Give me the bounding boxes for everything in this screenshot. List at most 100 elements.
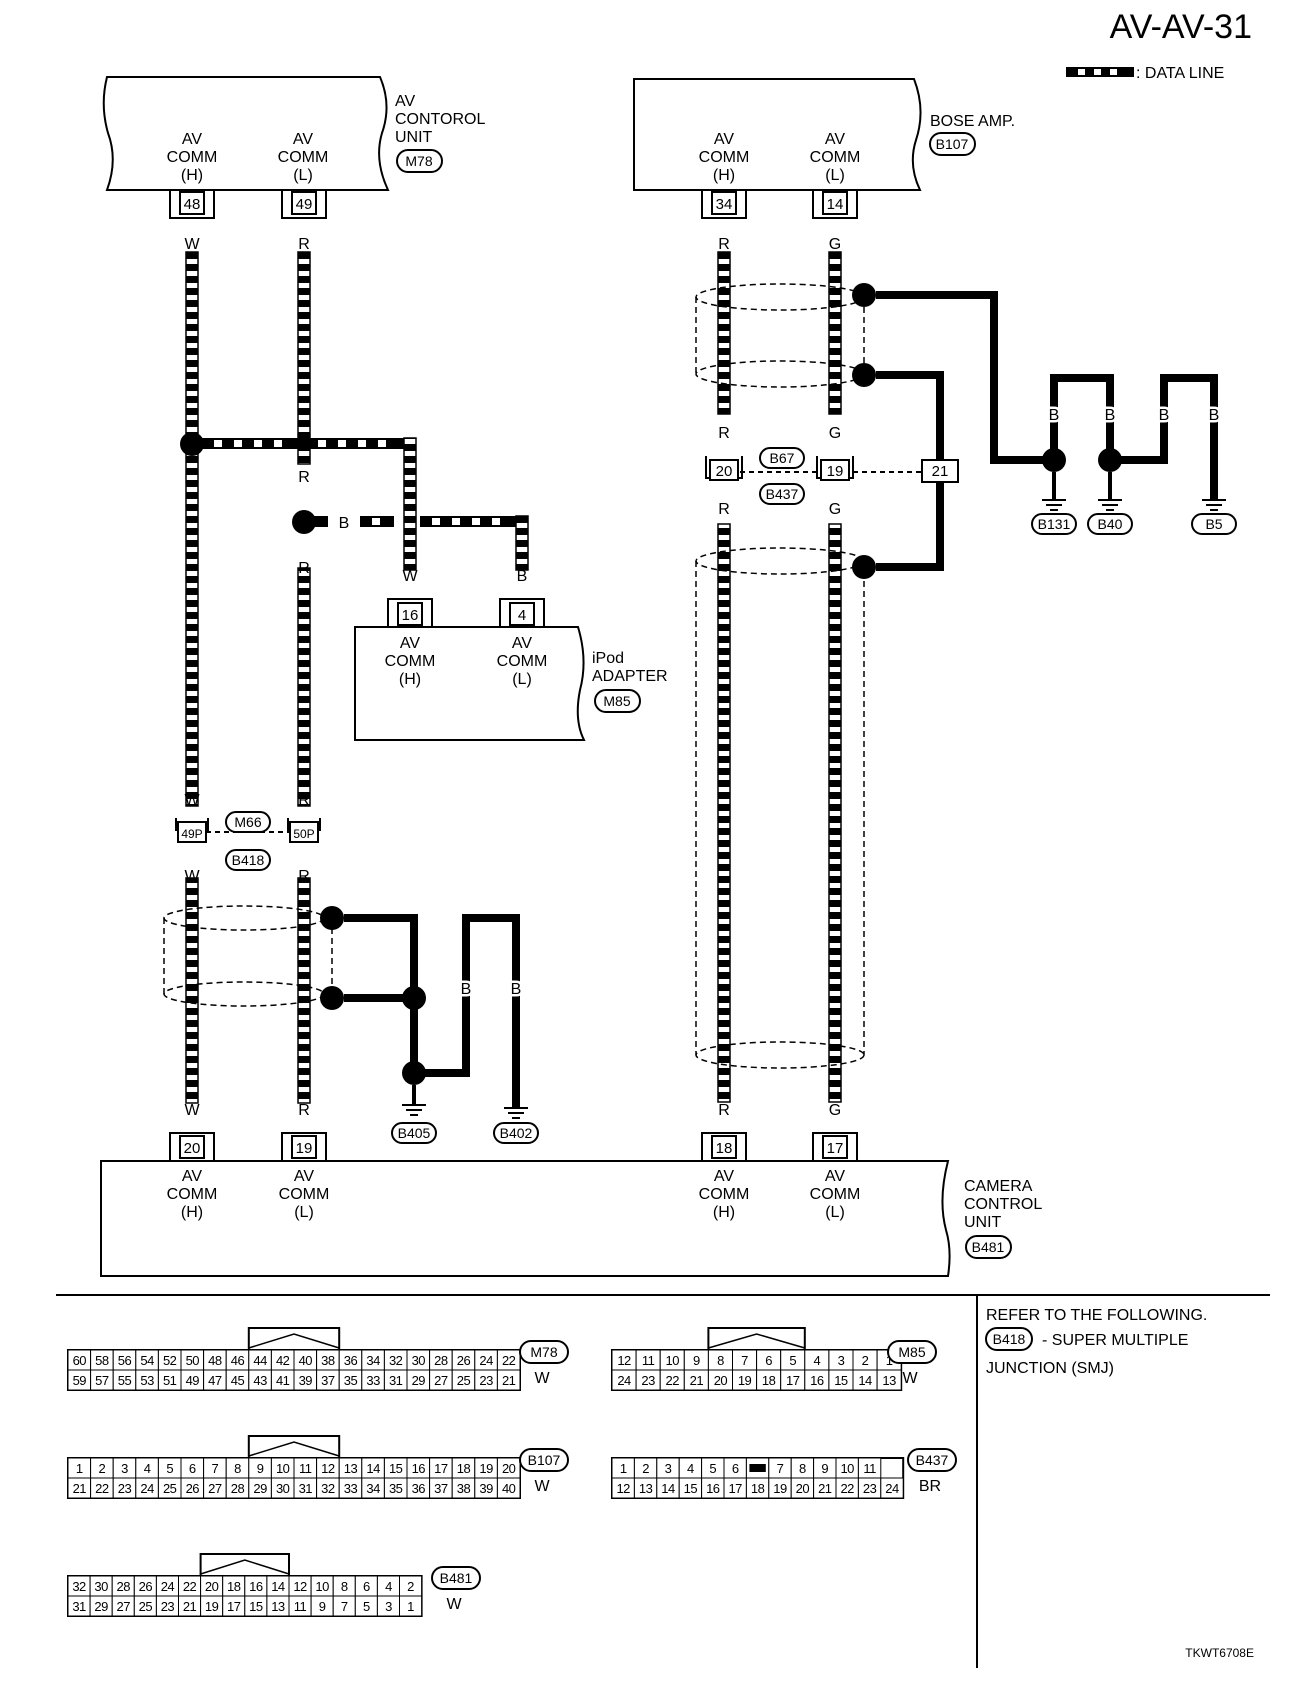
connector-pin-number: 23 [641, 1373, 655, 1388]
connector-pin-number: 16 [810, 1373, 824, 1388]
connector-pin-number: 12 [616, 1481, 630, 1496]
connector-pin-number: 59 [73, 1373, 87, 1388]
bose-l-l2: COMM [810, 149, 861, 166]
connector-pin-number: 2 [862, 1353, 869, 1368]
connector-pin-number: 20 [502, 1461, 516, 1476]
wire-b-ipod: B [517, 568, 528, 585]
connector-pin-number: 28 [434, 1353, 448, 1368]
connector-pin-number: 3 [121, 1461, 128, 1476]
connector-pin-number: 13 [271, 1599, 285, 1614]
ccu-t18-l2: COMM [699, 1186, 750, 1203]
connector-pin-number: 28 [117, 1579, 131, 1594]
connector-pin-number: 30 [412, 1353, 426, 1368]
connector-pin-number: 7 [777, 1461, 784, 1476]
av-cu-term49-l2: COMM [278, 149, 329, 166]
av-control-unit-name-2: CONTOROL [395, 111, 485, 128]
connector-pin-number: 35 [344, 1373, 358, 1388]
connector-pin-number: 2 [642, 1461, 649, 1476]
connector-pin-number: 21 [502, 1373, 516, 1388]
connector-pin-number: 3 [385, 1599, 392, 1614]
ccu-t18-l3: (H) [713, 1204, 735, 1221]
pin-50p-label: 50P [293, 827, 314, 841]
connector-pin-number: 16 [706, 1481, 720, 1496]
connector-cavity [496, 1369, 521, 1391]
connector-pin-number: 56 [118, 1353, 132, 1368]
connector-pin-number: 19 [773, 1481, 787, 1496]
connector-pin-number: 29 [412, 1373, 426, 1388]
right-lower-shield [695, 547, 876, 1069]
connector-tab [247, 1435, 341, 1459]
connector-pin-number: 13 [344, 1461, 358, 1476]
ccu-name-2: CONTROL [964, 1196, 1042, 1213]
connector-pin-number: 5 [166, 1461, 173, 1476]
connector-tab [707, 1327, 806, 1351]
wire-r-4: R [298, 792, 310, 809]
connector-cavity [880, 1477, 904, 1499]
connector-pin-number: 5 [363, 1599, 370, 1614]
av-cu-term49-l1: AV [293, 131, 313, 148]
wire-g-b1: G [829, 236, 841, 253]
pin-48-label: 48 [184, 196, 201, 213]
ipod-name-1: iPod [592, 650, 624, 667]
wire-r-6: R [298, 1102, 310, 1119]
ref-note-line1: REFER TO THE FOLLOWING. [986, 1307, 1207, 1324]
connector-pin-number: 24 [617, 1373, 631, 1388]
connector-pin-number: 3 [665, 1461, 672, 1476]
connector-pin-number: 53 [140, 1373, 154, 1388]
ground-b5: B5 [1205, 516, 1222, 532]
connector-tab [199, 1553, 291, 1577]
pin-20-joint: 20 [716, 463, 733, 480]
connector-pin-number: 9 [257, 1461, 264, 1476]
connector-pin-number: 60 [73, 1353, 87, 1368]
connector-pin-number: 4 [687, 1461, 694, 1476]
bose-l-l1: AV [825, 131, 845, 148]
connector-pin-number: 7 [341, 1599, 348, 1614]
connector-pin-number: 22 [502, 1353, 516, 1368]
connector-pin-number: 24 [140, 1481, 154, 1496]
connector-pin-number: 22 [840, 1481, 854, 1496]
connector-pin-number: 9 [821, 1461, 828, 1476]
connector-pin-number: 4 [385, 1579, 392, 1594]
bose-h-l3: (H) [713, 167, 735, 184]
av-cu-term49-l3: (L) [293, 167, 313, 184]
connector-pin-number: 45 [231, 1373, 245, 1388]
connector-pin-number: 12 [321, 1461, 335, 1476]
connector-pin-number: 2 [99, 1461, 106, 1476]
ccu-t20-l3: (H) [181, 1204, 203, 1221]
connector-id-badge [907, 1448, 957, 1472]
connector-pin-number: 32 [389, 1353, 403, 1368]
connector-pin-number: 18 [762, 1373, 776, 1388]
connector-pin-number: 11 [642, 1353, 655, 1368]
connector-pin-number: 42 [276, 1353, 290, 1368]
connector-pin-number: 19 [205, 1599, 219, 1614]
pin-49: 49 [281, 190, 327, 219]
wire-b-g2: B [511, 981, 522, 998]
joint-b437-label: B437 [766, 486, 799, 502]
pin-4: 4 [499, 598, 545, 627]
connector-pin-number: 1 [76, 1461, 83, 1476]
pin-34: 34 [701, 190, 747, 219]
connector-pin-number: 16 [412, 1461, 426, 1476]
connector-pin-number: 20 [714, 1373, 728, 1388]
ccu-t19-l2: COMM [279, 1186, 330, 1203]
av-control-unit-name-3: UNIT [395, 129, 433, 146]
connector-tab-mark [200, 1559, 290, 1575]
ipod-l-l3: (L) [512, 671, 532, 688]
connector-pin-number: 39 [299, 1373, 313, 1388]
connector-pin-number: 4 [813, 1353, 820, 1368]
connector-pin-number: 39 [479, 1481, 493, 1496]
connector-pin-number: 30 [276, 1481, 290, 1496]
connector-tab-mark [248, 1333, 340, 1349]
ccu-pin-19: 19 [296, 1140, 313, 1157]
ccu-t19-l3: (L) [294, 1204, 314, 1221]
connector-color-label: W [446, 1596, 462, 1613]
right-grounds [1042, 374, 1226, 511]
connector-pin-number: 34 [366, 1481, 380, 1496]
pin-4-label: 4 [518, 607, 526, 624]
connector-pin-number: 25 [163, 1481, 177, 1496]
connector-pin-number: 15 [834, 1373, 848, 1388]
connector-pin-number: 20 [796, 1481, 810, 1496]
bose-amp-name: BOSE AMP. [930, 113, 1015, 130]
connector-color-label: W [534, 1370, 550, 1387]
